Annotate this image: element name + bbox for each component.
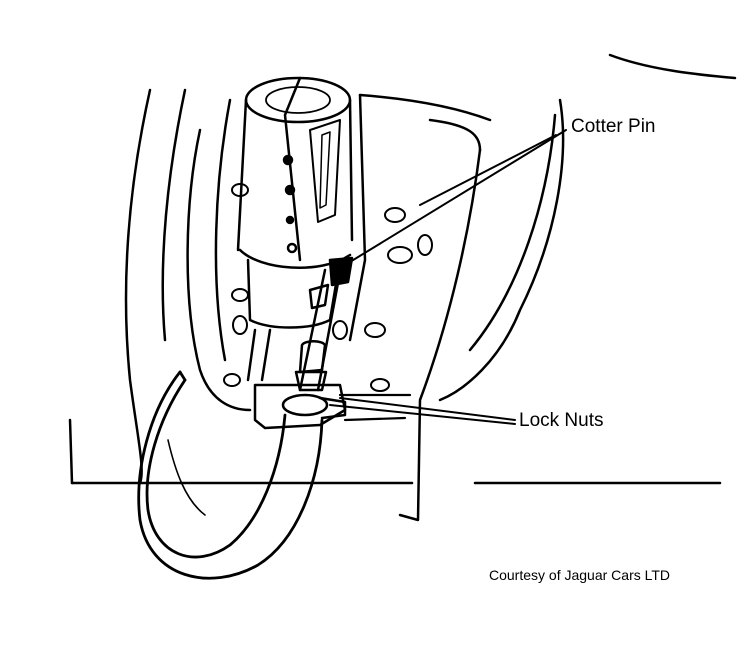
leader-lines xyxy=(329,129,567,425)
lock-nuts-leader-line-2 xyxy=(329,404,516,425)
curved-tube xyxy=(137,370,324,580)
lower-bracket xyxy=(253,383,347,430)
lock-nuts-leader-line-1 xyxy=(339,397,516,421)
panel-bolts xyxy=(223,183,433,392)
cotter-pin-leader-line xyxy=(344,129,567,266)
lock-nut-detail xyxy=(338,393,412,422)
lock-nuts-label: Lock Nuts xyxy=(519,410,604,431)
credit-caption: Courtesy of Jaguar Cars LTD xyxy=(489,567,671,583)
cotter-pin-label: Cotter Pin xyxy=(571,116,656,137)
cotter-pin-leader-line-2 xyxy=(419,134,557,206)
steering-box xyxy=(236,76,367,342)
